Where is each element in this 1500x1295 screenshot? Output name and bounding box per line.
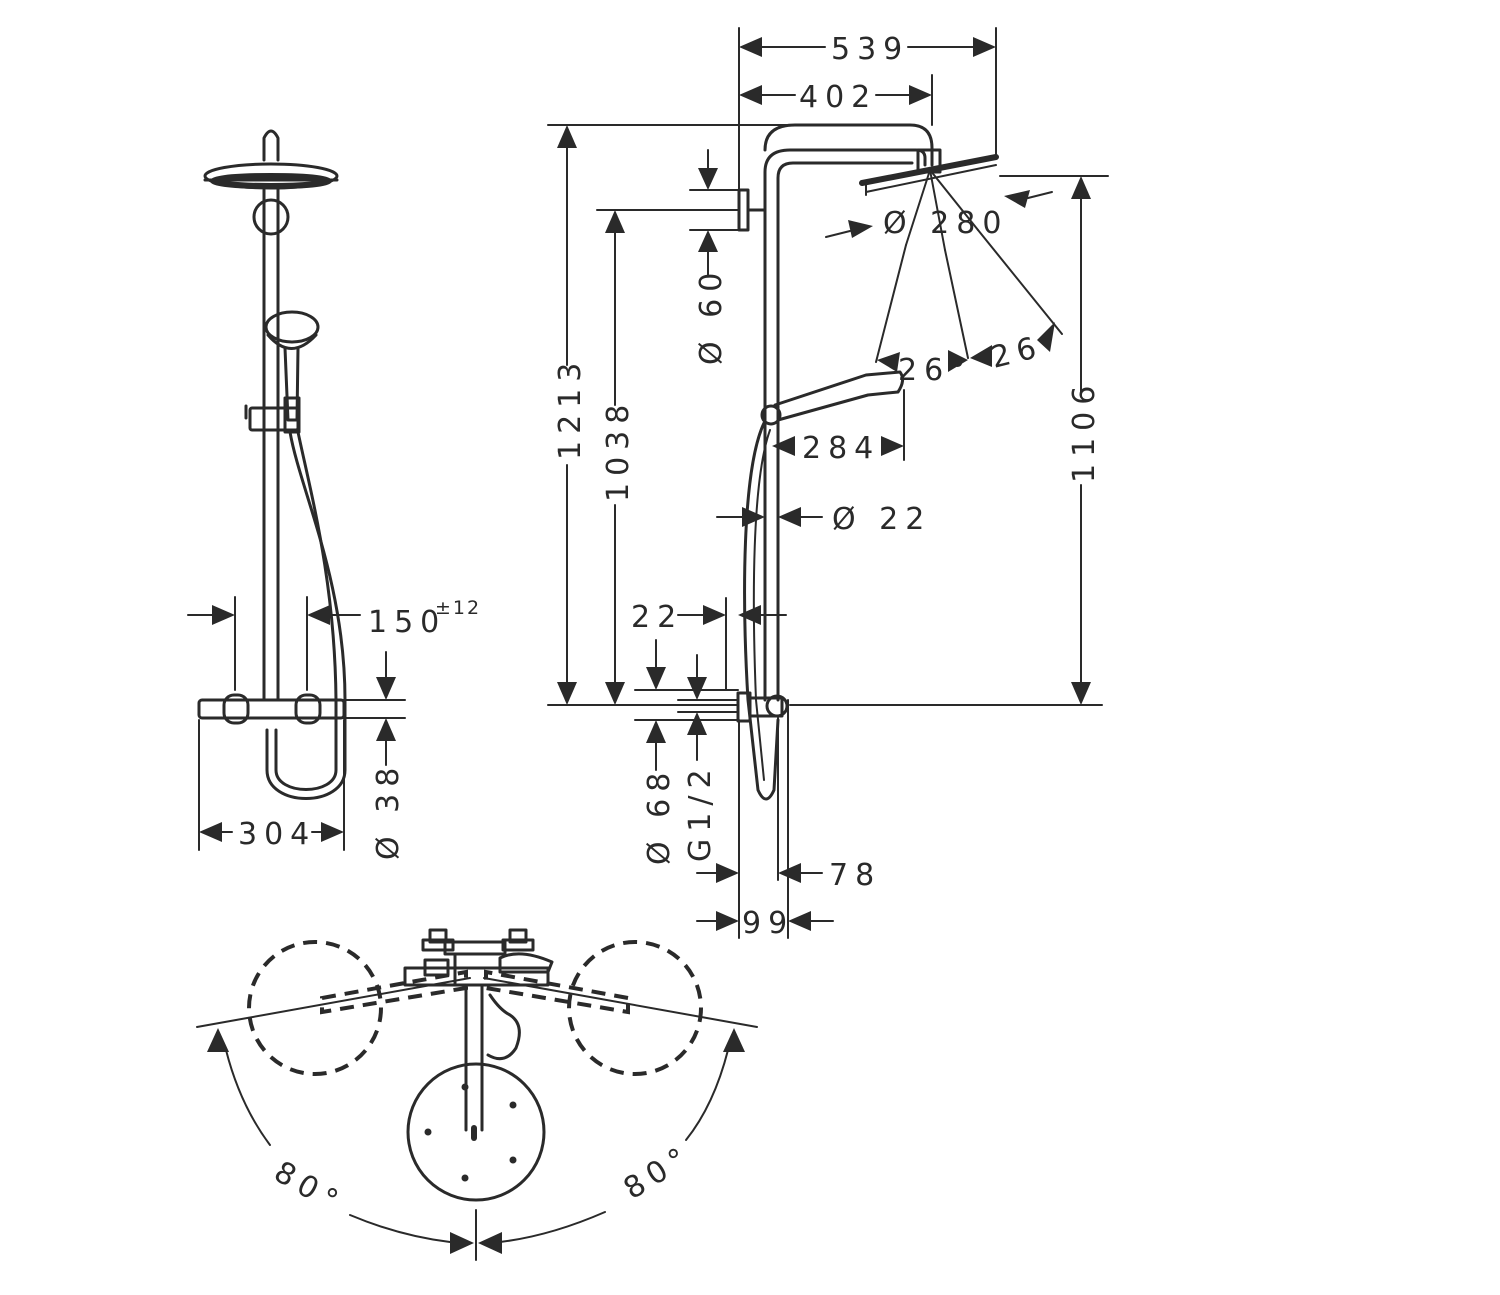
dimension-1213: 1213	[547, 124, 911, 706]
dim-99-label: 99	[742, 906, 794, 941]
dim-150-tolerance: ±12	[435, 597, 481, 619]
top-view: 80° 80°	[196, 928, 758, 1261]
dimension-284: 284	[772, 389, 905, 466]
hand-shower-side	[760, 370, 905, 426]
spray-nozzle-dots	[424, 1083, 517, 1182]
angle-arc-right: 80°	[478, 1028, 745, 1254]
dim-d68-label: Ø 68	[642, 766, 677, 865]
dimension-d68: Ø 68	[634, 639, 739, 865]
thermostat-mixer-front	[197, 693, 346, 725]
hose-side	[743, 421, 780, 801]
dimension-1038: 1038	[596, 209, 740, 705]
dim-78-label: 78	[829, 858, 881, 893]
angle-ref-right	[483, 977, 758, 1028]
dim-304-label: 304	[238, 817, 316, 852]
thermostat-mixer-side	[736, 691, 789, 881]
dimension-402: 402	[739, 74, 933, 126]
dim-402-label: 402	[799, 80, 877, 115]
overhead-shower-top	[406, 1062, 546, 1202]
dim-284-label: 284	[802, 431, 880, 466]
dim-1106-label: 1106	[1067, 379, 1102, 483]
dimension-150: 150 ±12	[187, 596, 481, 691]
dim-150-label: 150	[368, 605, 446, 640]
dimension-d60: Ø 60	[689, 149, 740, 365]
mixer-top	[403, 928, 554, 987]
dimension-539: 539	[738, 27, 997, 191]
slide-holder	[244, 396, 301, 434]
dim-539-label: 539	[831, 32, 909, 67]
hand-shower-front	[264, 310, 320, 422]
dim-26-right-label: 26°	[987, 324, 1067, 376]
riser-pipe-front	[262, 188, 280, 702]
dimension-spray-angles: 26° 26°	[875, 169, 1068, 388]
dimension-d280: Ø 280	[825, 175, 1109, 241]
dim-d280-label: Ø 280	[883, 206, 1008, 241]
dimension-d38: Ø 38	[339, 651, 406, 860]
dim-22-label: 22	[631, 600, 683, 635]
dimension-22: 22	[631, 597, 787, 691]
dimension-99: 99	[696, 879, 834, 941]
dimension-1106: 1106	[789, 176, 1103, 706]
dimension-d22: Ø 22	[716, 502, 931, 537]
front-view: 150 ±12 304 Ø 38	[187, 129, 481, 860]
side-view: 539 402 Ø 280 Ø 60	[547, 27, 1109, 941]
wall-bracket	[252, 198, 290, 236]
dimension-g12: G1/2	[677, 654, 739, 862]
wall-bracket-side	[737, 188, 767, 232]
dim-g12-label: G1/2	[683, 762, 718, 862]
riser-top	[464, 983, 521, 1141]
dim-d60-label: Ø 60	[694, 266, 729, 365]
dimension-78: 78	[696, 719, 881, 939]
angle-right-label: 80°	[618, 1138, 699, 1207]
angle-arc-left: 80°	[207, 1028, 474, 1254]
dim-1038-label: 1038	[601, 398, 636, 502]
angle-ref-left	[196, 977, 471, 1028]
angle-left-label: 80°	[268, 1155, 350, 1222]
dim-1213-label: 1213	[553, 356, 588, 460]
dim-d22-label: Ø 22	[832, 502, 931, 537]
dimension-304: 304	[198, 719, 345, 852]
dim-26-left-label: 26°	[898, 353, 972, 388]
dim-d38-label: Ø 38	[371, 761, 406, 860]
overhead-shower-front	[203, 129, 339, 190]
rotation-positions-dashed	[247, 940, 703, 1076]
